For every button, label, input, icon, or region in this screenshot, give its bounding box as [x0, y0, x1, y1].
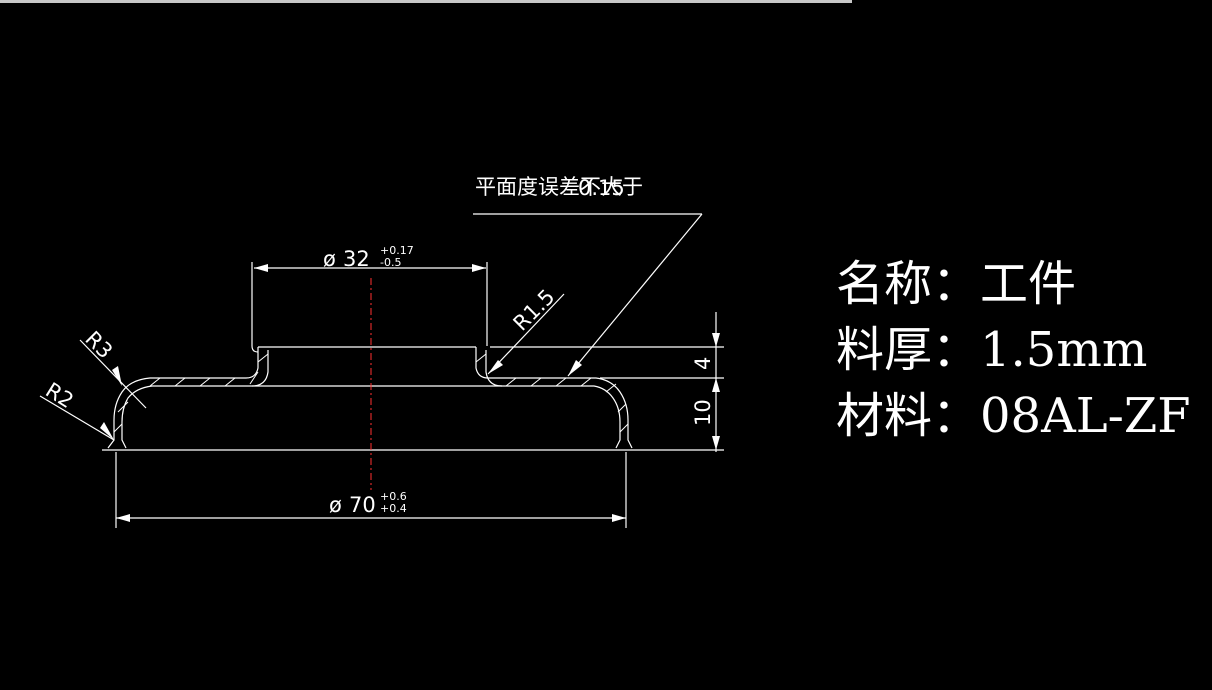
bottom-diameter-tol-lower: +0.4: [380, 502, 407, 515]
radius-r2-label: R2: [41, 378, 77, 413]
bottom-diameter-tol-upper: +0.6: [380, 490, 407, 503]
part-profile: [102, 262, 724, 451]
radius-r15-label: R1.5: [509, 285, 560, 336]
height-body-label: 10: [691, 399, 715, 426]
shell-right-outer: [475, 347, 633, 449]
top-diameter-tol-lower: -0.5: [380, 256, 401, 269]
info-block: 名称：工件 料厚：1.5mm 材料：08AL-ZF: [836, 256, 1191, 444]
info-material: 材料：08AL-ZF: [836, 388, 1191, 444]
flatness-leader: 平面度误差不大于 0.15: [473, 175, 703, 377]
height-step-label: 4: [691, 357, 715, 370]
bottom-diameter-value: 70: [349, 493, 376, 517]
flatness-note-prefix: 平面度误差不大于: [475, 175, 643, 199]
dim-bottom-diameter: ø 70 +0.6 +0.4: [115, 452, 627, 528]
dim-radius-r3: R3: [79, 327, 147, 409]
shell-right-inner: [485, 350, 621, 449]
shell-left-outer: [107, 347, 259, 449]
dim-heights: 4 10: [490, 312, 724, 452]
radius-r3-label: R3: [80, 327, 117, 364]
dim-top-diameter: ø 32 +0.17 -0.5: [254, 244, 486, 272]
top-diameter-symbol: ø: [323, 247, 336, 271]
info-thickness: 料厚：1.5mm: [836, 322, 1147, 378]
dim-radius-r15: R1.5: [487, 285, 565, 375]
flatness-note-value: 0.15: [578, 176, 625, 200]
dim-radius-r2: R2: [39, 378, 115, 441]
window-top-edge: [0, 0, 852, 3]
boss-outer-left: [251, 262, 259, 353]
top-diameter-tol-upper: +0.17: [380, 244, 414, 257]
top-diameter-value: 32: [343, 247, 370, 271]
section-hatching: [113, 353, 629, 433]
info-name: 名称：工件: [836, 256, 1076, 312]
bottom-diameter-symbol: ø: [329, 493, 342, 517]
shell-left-inner: [121, 350, 269, 449]
